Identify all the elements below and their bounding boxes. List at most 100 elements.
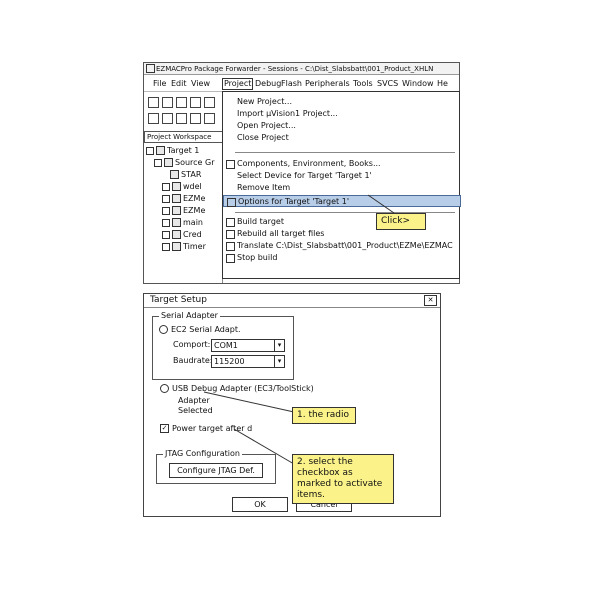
usb-adapter-selected: Selected bbox=[178, 406, 213, 415]
menu-open-project[interactable]: Open Project... bbox=[223, 120, 459, 131]
expand-icon[interactable] bbox=[162, 194, 170, 203]
folder-icon bbox=[156, 146, 165, 155]
checkbox-label: Power target after d bbox=[172, 424, 253, 433]
cut-icon[interactable] bbox=[190, 97, 201, 108]
target-options-icon[interactable] bbox=[204, 113, 215, 124]
menu-item-label: Close Project bbox=[237, 133, 289, 142]
tree-source-group[interactable]: Source Gr bbox=[154, 157, 215, 169]
menu-import-project[interactable]: Import µVision1 Project... bbox=[223, 108, 459, 119]
comport-select[interactable]: COM1▾ bbox=[211, 339, 285, 352]
collapse-icon[interactable] bbox=[154, 158, 162, 167]
menu-window[interactable]: Window bbox=[402, 79, 434, 88]
expand-icon[interactable] bbox=[162, 242, 170, 251]
file-icon bbox=[172, 218, 181, 227]
dialog-title: Target Setup bbox=[150, 295, 207, 305]
jtag-config-group: JTAG Configuration Configure JTAG Def. bbox=[156, 449, 276, 484]
components-icon bbox=[226, 160, 235, 169]
menu-components[interactable]: Components, Environment, Books... bbox=[223, 158, 459, 169]
radio-icon[interactable] bbox=[159, 325, 168, 334]
project-tree: Target 1 Source Gr STAR wdel EZMe EZMe m… bbox=[144, 145, 223, 283]
radio-serial-adapter[interactable]: EC2 Serial Adapt. bbox=[159, 325, 241, 335]
expand-icon[interactable] bbox=[162, 218, 170, 227]
tree-file-label: EZMe bbox=[183, 206, 206, 215]
expand-icon[interactable] bbox=[162, 182, 170, 191]
serial-adapter-group: Serial Adapter EC2 Serial Adapt. Comport… bbox=[152, 311, 294, 380]
menu-build-target[interactable]: Build target bbox=[223, 216, 459, 227]
save-icon[interactable] bbox=[176, 97, 187, 108]
baudrate-select[interactable]: 115200 ▾ bbox=[211, 355, 285, 368]
file-icon bbox=[172, 194, 181, 203]
menu-translate[interactable]: Translate C:\Dist_Slabsbatt\001_Product\… bbox=[223, 240, 459, 251]
toolbar bbox=[144, 94, 224, 128]
dialog-title-bar: Target Setup ✕ bbox=[144, 294, 440, 308]
checkbox-icon[interactable]: ✓ bbox=[160, 424, 169, 433]
callout-step-1: 1. the radio bbox=[292, 407, 356, 424]
download-icon[interactable] bbox=[190, 113, 201, 124]
tree-file-label: Cred bbox=[183, 230, 202, 239]
chevron-down-icon[interactable]: ▾ bbox=[274, 340, 284, 351]
ide-window: EZMACPro Package Forwarder - Sessions - … bbox=[143, 62, 461, 284]
menu-close-project[interactable]: Close Project bbox=[223, 132, 459, 143]
menu-tools[interactable]: Tools bbox=[353, 79, 373, 88]
compile-icon[interactable] bbox=[148, 113, 159, 124]
menu-stop-build[interactable]: Stop build bbox=[223, 252, 459, 263]
menu-item-label: Stop build bbox=[237, 253, 278, 262]
ok-button[interactable]: OK bbox=[232, 497, 288, 512]
baudrate-value: 115200 bbox=[214, 357, 245, 366]
menu-remove-item[interactable]: Remove Item bbox=[223, 182, 459, 193]
tree-file[interactable]: main bbox=[162, 217, 203, 229]
menu-edit[interactable]: Edit bbox=[171, 79, 187, 88]
copy-icon[interactable] bbox=[204, 97, 215, 108]
menu-separator bbox=[235, 152, 455, 153]
close-icon[interactable]: ✕ bbox=[424, 295, 437, 306]
new-file-icon[interactable] bbox=[148, 97, 159, 108]
app-icon bbox=[146, 64, 155, 73]
tree-file[interactable]: EZMe bbox=[162, 205, 205, 217]
radio-usb-adapter[interactable]: USB Debug Adapter (EC3/ToolStick) bbox=[160, 384, 314, 394]
configure-jtag-button[interactable]: Configure JTAG Def. bbox=[169, 463, 263, 478]
menu-item-label: Translate C:\Dist_Slabsbatt\001_Product\… bbox=[237, 241, 453, 250]
menu-new-project[interactable]: New Project... bbox=[223, 96, 459, 107]
menu-flash[interactable]: Flash bbox=[281, 79, 302, 88]
radio-label: EC2 Serial Adapt. bbox=[171, 325, 241, 334]
menu-item-label: Options for Target 'Target 1' bbox=[238, 197, 350, 206]
options-icon bbox=[227, 198, 236, 207]
menu-peripherals[interactable]: Peripherals bbox=[305, 79, 350, 88]
translate-icon bbox=[226, 242, 235, 251]
group-label: Serial Adapter bbox=[159, 311, 220, 321]
tree-file[interactable]: wdel bbox=[162, 181, 202, 193]
menu-select-device[interactable]: Select Device for Target 'Target 1' bbox=[223, 170, 459, 181]
tree-file[interactable]: Cred bbox=[162, 229, 202, 241]
radio-label: USB Debug Adapter (EC3/ToolStick) bbox=[172, 384, 314, 393]
radio-icon[interactable] bbox=[160, 384, 169, 393]
menu-debug[interactable]: Debug bbox=[255, 79, 282, 88]
open-file-icon[interactable] bbox=[162, 97, 173, 108]
power-target-checkbox[interactable]: ✓Power target after d bbox=[160, 424, 252, 434]
menu-item-label: Components, Environment, Books... bbox=[237, 159, 381, 168]
chevron-down-icon[interactable]: ▾ bbox=[274, 356, 284, 367]
workspace-tab[interactable]: Project Workspace bbox=[144, 131, 224, 143]
menu-file[interactable]: File bbox=[153, 79, 167, 88]
build-icon[interactable] bbox=[162, 113, 173, 124]
tree-file[interactable]: EZMe bbox=[162, 193, 205, 205]
group-label: JTAG Configuration bbox=[163, 449, 242, 459]
expand-icon[interactable] bbox=[162, 206, 170, 215]
tree-root[interactable]: Target 1 bbox=[146, 145, 199, 157]
menu-item-label: Remove Item bbox=[237, 183, 291, 192]
menu-view[interactable]: View bbox=[191, 79, 210, 88]
tree-group-label: Source Gr bbox=[175, 158, 215, 167]
menu-options-for-target[interactable]: Options for Target 'Target 1' bbox=[223, 195, 461, 207]
menu-item-label: Select Device for Target 'Target 1' bbox=[237, 171, 372, 180]
collapse-icon[interactable] bbox=[146, 146, 154, 155]
menu-project[interactable]: Project bbox=[222, 78, 254, 90]
tree-file-label: wdel bbox=[183, 182, 202, 191]
rebuild-icon[interactable] bbox=[176, 113, 187, 124]
tree-file[interactable]: Timer bbox=[162, 241, 206, 253]
menu-rebuild-all[interactable]: Rebuild all target files bbox=[223, 228, 459, 239]
expand-icon[interactable] bbox=[162, 230, 170, 239]
menu-help[interactable]: He bbox=[437, 79, 448, 88]
tree-file-label: EZMe bbox=[183, 194, 206, 203]
tree-file[interactable]: STAR bbox=[170, 169, 201, 181]
menu-svcs[interactable]: SVCS bbox=[377, 79, 399, 88]
tree-file-label: STAR bbox=[181, 170, 202, 179]
